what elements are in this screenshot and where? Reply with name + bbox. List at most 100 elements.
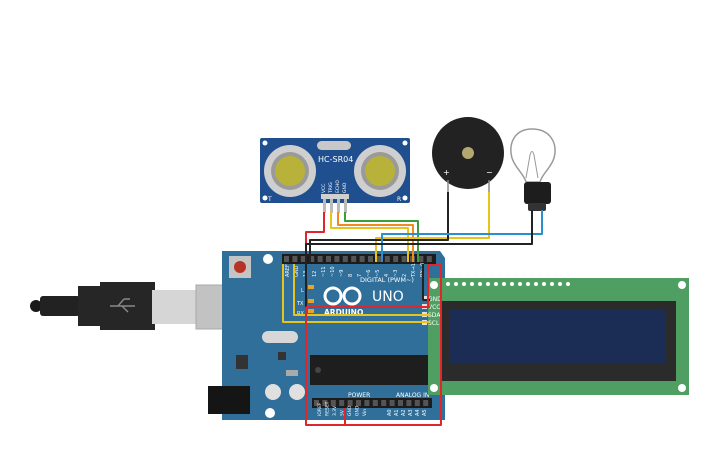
power-pin-label: 3.3V (332, 405, 338, 416)
power-label: POWER (348, 392, 370, 399)
wires (282, 192, 543, 426)
digital-pin-label: 2 (402, 274, 408, 277)
transmitter-transducer (264, 145, 316, 197)
header-pin[interactable] (292, 256, 298, 262)
header-pin[interactable] (364, 400, 370, 406)
power-pin-label: GND (347, 405, 353, 416)
lcd-pin-label: GND (428, 296, 442, 303)
analog-label: ANALOG IN (396, 392, 429, 399)
header-pin[interactable] (372, 400, 378, 406)
analog-pin-label: A2 (401, 409, 407, 416)
lcd-pin-label: VCC (428, 304, 440, 311)
sensor-pin-label: ECHO (335, 180, 341, 193)
piezo-buzzer[interactable]: + − (432, 117, 504, 192)
header-pin[interactable] (322, 400, 328, 406)
digital-pin-label: AREF (285, 264, 291, 277)
analog-pin-label: A5 (422, 409, 428, 416)
analog-pin-label: A0 (387, 409, 393, 416)
header-pin[interactable] (342, 256, 348, 262)
sensor-pin-label: VCC (321, 184, 327, 193)
header-pin[interactable] (326, 256, 331, 262)
light-bulb[interactable] (510, 128, 556, 211)
sensor-t-mark: T (267, 196, 272, 203)
power-pin-label: RESET (325, 401, 331, 416)
header-pin[interactable] (330, 400, 336, 406)
analog-pin-label: A1 (394, 409, 400, 416)
analog-pin-label: A3 (408, 409, 414, 416)
header-pin[interactable] (314, 400, 319, 406)
arduino-logo-icon (323, 286, 362, 306)
power-pin-label: 5V (340, 409, 346, 416)
header-pin[interactable] (351, 256, 357, 262)
l-led-label: L (301, 288, 304, 294)
header-pin[interactable] (423, 400, 429, 406)
header-pin[interactable] (339, 400, 345, 406)
digital-pin-label: 12 (312, 271, 318, 277)
header-pin[interactable] (376, 256, 382, 262)
receiver-transducer (354, 145, 406, 197)
digital-pin-label: TX→1 (411, 263, 417, 278)
digital-pin-label: GND (294, 265, 300, 277)
header-pin[interactable] (406, 400, 412, 406)
header-pin[interactable] (347, 400, 353, 406)
reset-button[interactable] (229, 256, 251, 278)
usb-cable (30, 282, 233, 330)
sensor-pin-label: TRIG (328, 182, 334, 194)
header-pin[interactable] (384, 256, 390, 262)
header-pin[interactable] (401, 256, 407, 262)
analog-pin-label: A4 (415, 409, 421, 416)
arduino-brand: ARDUINO (324, 308, 363, 317)
header-pin[interactable] (334, 256, 340, 262)
usb-symbol-icon (110, 298, 135, 313)
header-pin[interactable] (426, 256, 432, 262)
power-pin-label: IOREF (317, 402, 323, 416)
header-pin[interactable] (300, 256, 306, 262)
lcd-screen (449, 310, 666, 364)
power-jack (208, 386, 250, 414)
lcd-pin-label: SCL (428, 320, 440, 327)
header-pin[interactable] (389, 400, 395, 406)
microcontroller-chip (310, 355, 428, 385)
lcd-pin-label: SDA (428, 312, 441, 319)
header-pin[interactable] (381, 400, 387, 406)
buzzer-plus: + (443, 168, 450, 177)
header-pin[interactable] (356, 400, 361, 406)
buzzer-minus: − (486, 168, 493, 177)
digital-pin-label: ~3 (393, 270, 399, 277)
power-pin-label: Vin (362, 409, 368, 416)
header-pin[interactable] (309, 256, 315, 262)
digital-pin-label: 7 (357, 274, 363, 277)
power-analog-header[interactable] (314, 400, 429, 406)
header-pin[interactable] (393, 256, 399, 262)
header-pin[interactable] (359, 256, 365, 262)
header-pin[interactable] (284, 256, 289, 262)
sensor-r-mark: R (397, 196, 401, 203)
sensor-model: HC-SR04 (318, 155, 353, 164)
sensor-pin-label: GND (342, 182, 348, 193)
tx-label: TX (296, 301, 304, 307)
header-pin[interactable] (317, 256, 323, 262)
lcd-header-holes (446, 282, 570, 286)
digital-pin-label: ~5 (375, 270, 381, 277)
digital-pin-label: ~6 (366, 270, 372, 277)
digital-pin-label: 8 (348, 274, 354, 277)
digital-pin-label: ~10 (330, 266, 336, 277)
header-pin[interactable] (418, 256, 424, 262)
digital-pin-label: ~9 (339, 270, 345, 277)
digital-label: DIGITAL (PWM~) (360, 276, 414, 284)
arduino-model: UNO (372, 289, 404, 305)
header-pin[interactable] (368, 256, 373, 262)
digital-pin-label: 4 (384, 274, 390, 277)
header-pin[interactable] (398, 400, 403, 406)
header-pin[interactable] (414, 400, 420, 406)
power-pin-label: GND (355, 405, 361, 416)
digital-pin-label: ~11 (321, 266, 327, 277)
sensor-header-pins[interactable] (323, 199, 347, 213)
